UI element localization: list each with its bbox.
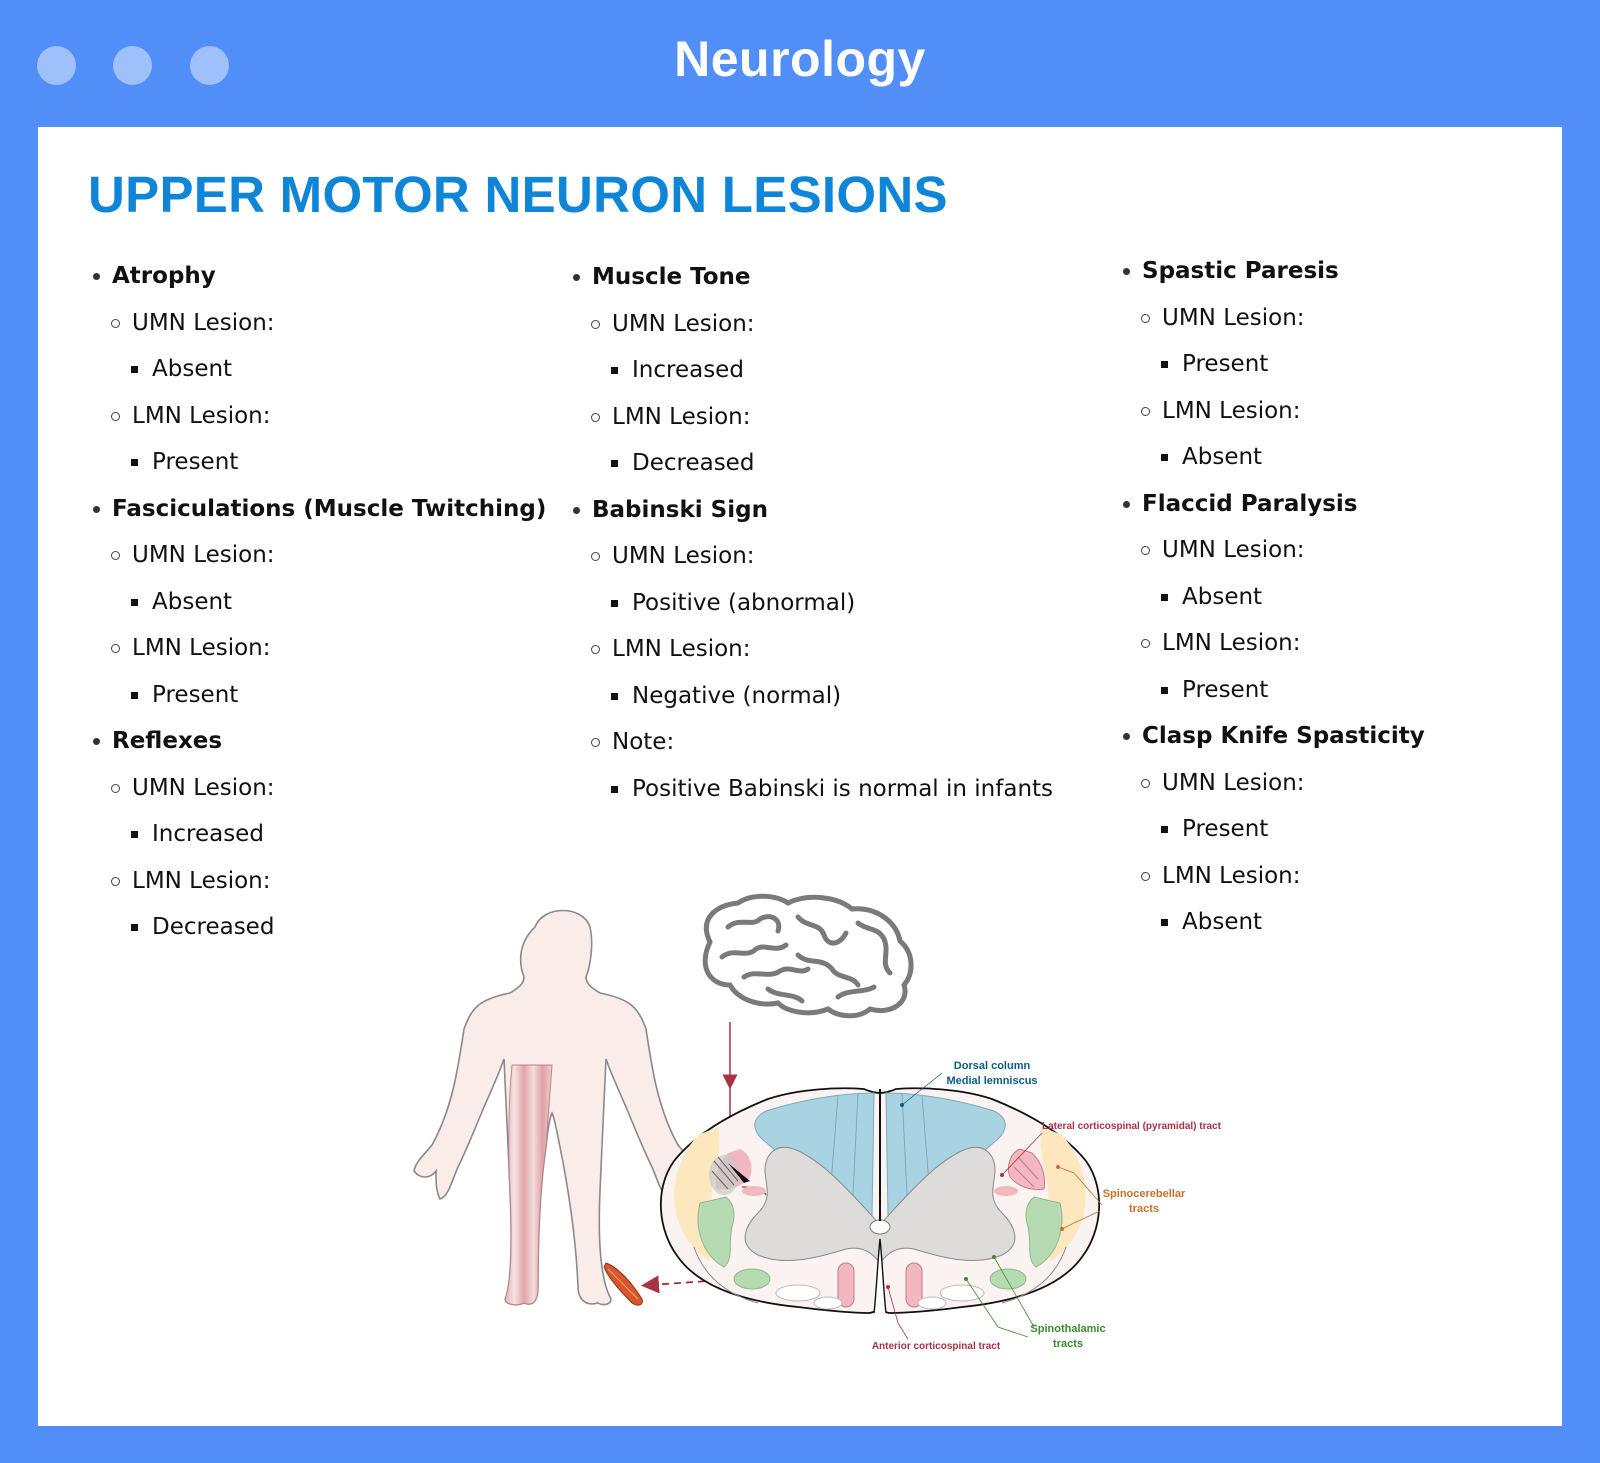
lmn-value: Decreased [90, 904, 546, 951]
lmn-value: Decreased [570, 440, 1053, 487]
label-leaders [886, 1072, 1103, 1340]
brain-figure [702, 893, 914, 1019]
umn-value: Increased [570, 347, 1053, 394]
lmn-value: Present [90, 672, 546, 719]
label-dorsal-column: Dorsal column [954, 1060, 1031, 1072]
lmn-label: LMN Lesion: [1120, 388, 1425, 435]
lmn-value: Negative (normal) [570, 673, 1053, 720]
column-2: Muscle Tone UMN Lesion: Increased LMN Le… [570, 254, 1053, 812]
lmn-label: LMN Lesion: [90, 625, 546, 672]
muscle-icon [603, 1262, 643, 1306]
brain-fold [855, 920, 893, 976]
lesion-pointer [728, 1163, 750, 1183]
window-maximize-button[interactable] [190, 46, 229, 85]
section-title: Fasciculations (Muscle Twitching) [90, 486, 546, 533]
brain-outline [702, 893, 914, 1019]
note-value: Positive Babinski is normal in infants [570, 766, 1053, 813]
umn-label: UMN Lesion: [570, 533, 1053, 580]
label-spinothalamic: Spinothalamic [1030, 1323, 1105, 1335]
lmn-label: LMN Lesion: [1120, 853, 1425, 900]
content-panel: UPPER MOTOR NEURON LESIONS Atrophy UMN L… [38, 127, 1562, 1426]
umn-label: UMN Lesion: [1120, 295, 1425, 342]
human-body-figure [413, 909, 697, 1306]
umn-label: UMN Lesion: [1120, 527, 1425, 574]
lesion-site [709, 1155, 739, 1195]
affected-leg [504, 1064, 553, 1306]
brain-fold [795, 914, 849, 946]
lmn-value: Present [90, 439, 546, 486]
brain-fold [765, 986, 805, 1004]
leader-spinothalamic [965, 1256, 1035, 1338]
umn-label: UMN Lesion: [570, 301, 1053, 348]
lmn-value: Absent [1120, 434, 1425, 481]
label-medial-lemniscus: Medial lemniscus [946, 1075, 1037, 1087]
central-canal [869, 1219, 891, 1235]
illustration-labels: Dorsal column Medial lemniscus Lateral c… [872, 1060, 1222, 1352]
lmn-value: Present [1120, 667, 1425, 714]
anterior-corticospinal-right [905, 1262, 923, 1308]
section-title: Reflexes [90, 718, 546, 765]
window-titlebar: Neurology [0, 0, 1600, 126]
lmn-label: LMN Lesion: [1120, 620, 1425, 667]
section-title: Muscle Tone [570, 254, 1053, 301]
umn-label: UMN Lesion: [90, 765, 546, 812]
leader-dorsal [901, 1072, 943, 1106]
brain-fold [741, 966, 811, 980]
leader-spinocerebellar [1057, 1166, 1103, 1230]
brain-fold [835, 984, 877, 1000]
leader-anterior-cst [887, 1286, 909, 1340]
umn-label: UMN Lesion: [1120, 760, 1425, 807]
spinothalamic-right [1025, 1196, 1063, 1268]
section-title: Babinski Sign [570, 487, 1053, 534]
column-3: Spastic Paresis UMN Lesion: Present LMN … [1120, 248, 1425, 946]
umn-value: Absent [90, 346, 546, 393]
brain-fold [725, 914, 782, 934]
brain-fold [795, 952, 861, 988]
label-spinocerebellar-2: tracts [1129, 1203, 1159, 1215]
window-close-button[interactable] [37, 46, 76, 85]
label-spinocerebellar: Spinocerebellar [1103, 1188, 1186, 1200]
spinal-cord-cross-section [659, 1087, 1101, 1314]
anterior-median-fissure [873, 1238, 887, 1314]
body-silhouette [413, 909, 697, 1306]
umn-value: Present [1120, 806, 1425, 853]
umn-label: UMN Lesion: [90, 300, 546, 347]
label-lateral-corticospinal: Lateral corticospinal (pyramidal) tract [1042, 1121, 1222, 1132]
note-label: Note: [570, 719, 1053, 766]
page-heading: UPPER MOTOR NEURON LESIONS [88, 166, 948, 223]
section-title: Atrophy [90, 253, 546, 300]
brain-fold [719, 942, 789, 960]
column-1: Atrophy UMN Lesion: Absent LMN Lesion: P… [90, 253, 546, 951]
label-spinothalamic-2: tracts [1053, 1338, 1083, 1350]
umn-value: Absent [1120, 574, 1425, 621]
lmn-label: LMN Lesion: [570, 626, 1053, 673]
umn-value: Increased [90, 811, 546, 858]
lmn-label: LMN Lesion: [90, 858, 546, 905]
neuro-illustration: Dorsal column Medial lemniscus Lateral c… [413, 893, 1222, 1352]
section-title: Flaccid Paralysis [1120, 481, 1425, 528]
umn-label: UMN Lesion: [90, 532, 546, 579]
lmn-label: LMN Lesion: [90, 393, 546, 440]
anterior-corticospinal-left [837, 1262, 855, 1308]
window-title: Neurology [674, 31, 926, 87]
section-title: Spastic Paresis [1120, 248, 1425, 295]
lmn-value: Absent [1120, 899, 1425, 946]
lmn-label: LMN Lesion: [570, 394, 1053, 441]
label-anterior-corticospinal: Anterior corticospinal tract [872, 1341, 1001, 1352]
spinothalamic-left [697, 1196, 735, 1268]
umn-value: Positive (abnormal) [570, 580, 1053, 627]
window-minimize-button[interactable] [113, 46, 152, 85]
section-title: Clasp Knife Spasticity [1120, 713, 1425, 760]
leader-lateral-cst [1001, 1132, 1043, 1176]
umn-value: Present [1120, 341, 1425, 388]
umn-value: Absent [90, 579, 546, 626]
